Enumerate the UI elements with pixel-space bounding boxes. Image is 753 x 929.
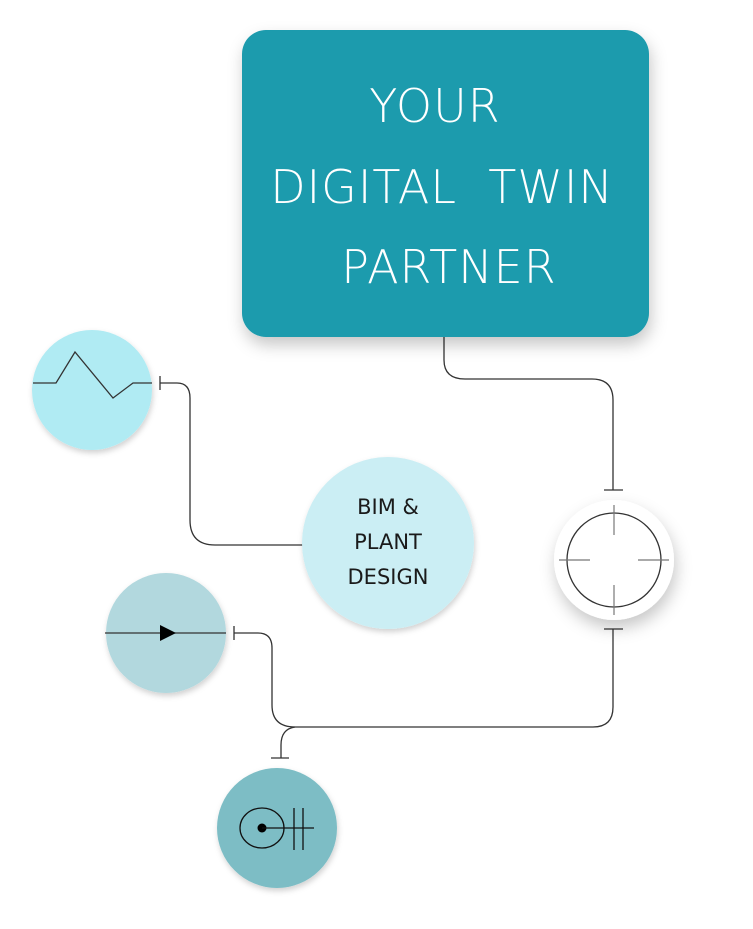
connector-box-to-crosshair [443, 337, 614, 490]
bim-label-line-3: DESIGN [348, 565, 429, 589]
instrument-symbol-icon [239, 807, 314, 850]
connector-branch-to-instrument [280, 726, 296, 758]
connector-zigzag-to-bim [160, 382, 303, 546]
bim-label-line-2: PLANT [354, 530, 422, 554]
zigzag-symbol-icon [33, 350, 152, 399]
title-line-1: YOUR [369, 79, 500, 133]
connector-arrow-to-branch [234, 632, 296, 728]
title-line-3: PARTNER [341, 240, 556, 294]
crosshair-node [554, 500, 674, 620]
bim-label-line-1: BIM & [357, 495, 419, 519]
crosshair-symbol-icon [559, 505, 669, 615]
flow-arrow-node [105, 573, 226, 693]
bim-plant-design-node: BIM & PLANT DESIGN [302, 457, 474, 629]
instrument-node [217, 768, 337, 888]
zigzag-node [32, 330, 152, 450]
connectors [159, 337, 623, 759]
flow-arrow-symbol-icon [105, 625, 226, 641]
title-line-2: DIGITAL TWIN [270, 160, 614, 214]
connector-crosshair-to-bottom [295, 629, 614, 728]
title-box: YOUR DIGITAL TWIN PARTNER [242, 30, 649, 337]
